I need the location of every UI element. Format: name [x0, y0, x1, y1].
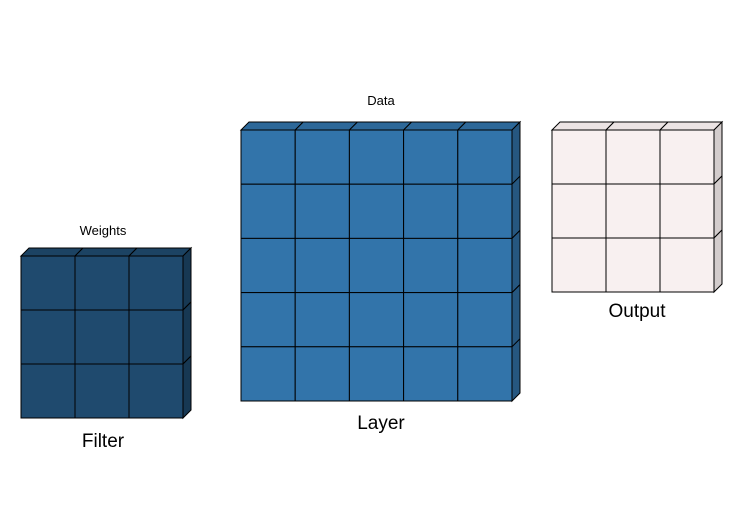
filter-top-label: Weights	[79, 223, 127, 238]
filter-side-face	[182, 246, 192, 312]
layer-cell	[348, 292, 405, 348]
output-side-face	[713, 120, 723, 186]
filter-cell	[128, 363, 184, 419]
output-side-face	[713, 228, 723, 294]
layer-cell	[294, 183, 350, 239]
filter-top-face	[73, 247, 139, 257]
layer-cell	[403, 237, 459, 294]
layer-top-label: Data	[367, 93, 395, 108]
layer-top-face	[348, 121, 413, 131]
layer-cell	[457, 292, 513, 348]
layer-cell	[240, 237, 296, 294]
layer-block	[239, 120, 522, 403]
output-top-face	[658, 121, 724, 131]
filter-top-face	[19, 247, 85, 257]
output-bottom-label: Output	[608, 301, 666, 322]
layer-side-face	[511, 174, 521, 240]
layer-cell	[294, 237, 350, 294]
filter-cell	[20, 309, 76, 365]
layer-cell	[403, 183, 459, 239]
output-cell	[659, 237, 715, 293]
layer-cell	[457, 129, 513, 185]
filter-cell	[20, 255, 76, 311]
filter-side-face	[182, 300, 192, 366]
layer-cell	[457, 237, 513, 294]
layer-cell	[348, 129, 405, 185]
layer-cell	[240, 346, 296, 402]
layer-side-face	[511, 120, 521, 186]
layer-top-face	[456, 121, 522, 131]
output-cell	[659, 129, 715, 185]
layer-cell	[348, 237, 405, 294]
filter-side-face	[182, 354, 192, 420]
layer-side-face	[511, 283, 521, 349]
layer-cell	[403, 346, 459, 402]
layer-cell	[240, 183, 296, 239]
output-block	[550, 120, 724, 294]
filter-bottom-label: Filter	[81, 431, 125, 452]
output-side-face	[713, 174, 723, 240]
layer-cell	[348, 346, 405, 402]
filter-cell	[74, 255, 130, 311]
output-cell	[605, 183, 661, 239]
filter-cell	[74, 363, 130, 419]
layer-cell	[294, 292, 350, 348]
layer-top-face	[239, 121, 305, 131]
output-cell	[551, 183, 607, 239]
output-top-face	[604, 121, 670, 131]
output-cell	[605, 129, 661, 185]
layer-side-face	[511, 337, 521, 403]
layer-top-face	[293, 121, 359, 131]
layer-cell	[240, 292, 296, 348]
filter-cell	[74, 309, 130, 365]
layer-cell	[294, 346, 350, 402]
output-cell	[605, 237, 661, 293]
filter-cell	[128, 255, 184, 311]
output-top-face	[550, 121, 616, 131]
output-cell	[551, 237, 607, 293]
layer-cell	[348, 183, 405, 239]
filter-cell	[20, 363, 76, 419]
layer-cell	[403, 129, 459, 185]
output-cell	[659, 183, 715, 239]
filter-block	[19, 246, 193, 420]
layer-bottom-label: Layer	[357, 413, 405, 434]
layer-cell	[240, 129, 296, 185]
filter-top-face	[127, 247, 193, 257]
layer-top-face	[402, 121, 468, 131]
layer-cell	[403, 292, 459, 348]
filter-cell	[128, 309, 184, 365]
output-cell	[551, 129, 607, 185]
layer-cell	[457, 346, 513, 402]
layer-cell	[457, 183, 513, 239]
layer-side-face	[511, 229, 521, 294]
layer-cell	[294, 129, 350, 185]
